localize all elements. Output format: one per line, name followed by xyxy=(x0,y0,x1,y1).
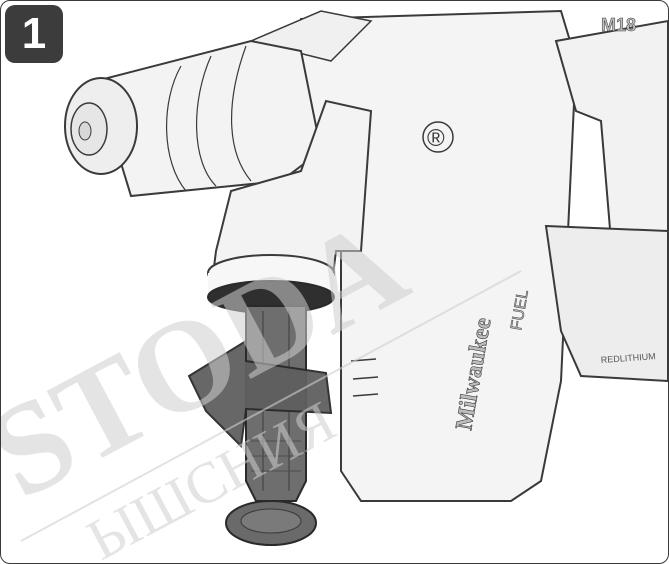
chuck xyxy=(64,39,323,198)
step-number-badge: 1 xyxy=(5,5,63,63)
registered-mark: ® xyxy=(427,125,445,152)
battery-lettering: REDLITHIUM xyxy=(600,351,656,365)
rotation-arrow xyxy=(187,339,333,449)
model-lettering: M18 xyxy=(601,15,636,35)
battery-pack xyxy=(544,224,668,383)
registered-mark-circle xyxy=(422,121,454,153)
watermark-line xyxy=(20,270,522,542)
